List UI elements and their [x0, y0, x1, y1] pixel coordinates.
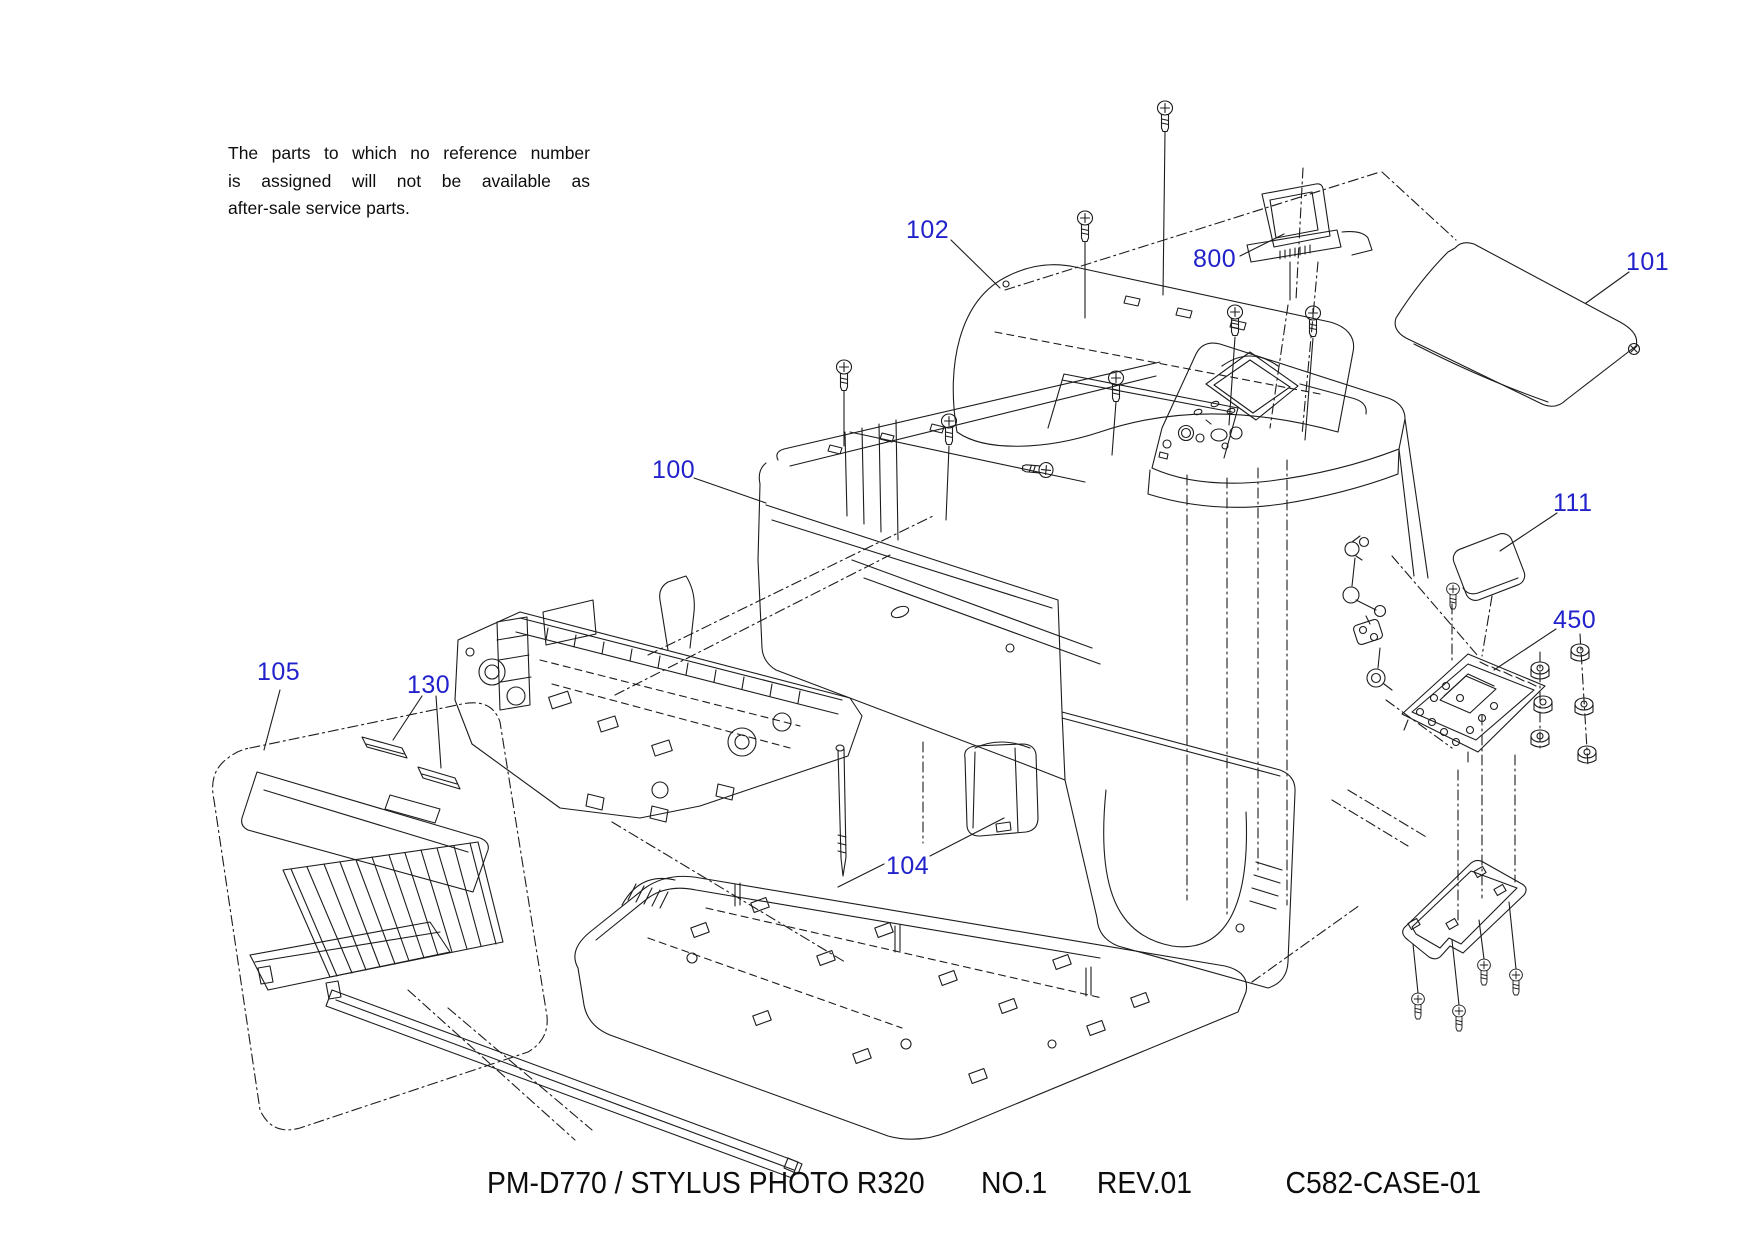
document-code: C582-CASE-01 — [1285, 1166, 1482, 1200]
service-note-line-3: after-sale service parts. — [228, 198, 410, 218]
part-label-111: 111 — [1553, 489, 1593, 517]
part-label-800: 800 — [1193, 245, 1237, 273]
printer-mechanism — [454, 575, 863, 877]
part-450-panel-board-assembly — [1342, 535, 1597, 767]
part-105-cover-group — [212, 702, 803, 1179]
part-800-lcd-unit — [1246, 183, 1373, 301]
title-block: PM-D770 / STYLUS PHOTO R320 NO.1 REV.01 … — [487, 1166, 1481, 1201]
part-label-104: 104 — [886, 852, 930, 880]
part-label-130: 130 — [407, 671, 451, 699]
sheet-number: NO.1 — [980, 1166, 1048, 1200]
part-104-base-assembly — [574, 741, 1248, 1140]
assembly-axes — [407, 131, 1516, 1141]
model-title: PM-D770 / STYLUS PHOTO R320 — [487, 1166, 925, 1200]
part-label-450: 450 — [1553, 606, 1597, 634]
shield-plate — [1402, 859, 1527, 1006]
service-note-line-2: is assigned will not be available as — [228, 170, 590, 191]
service-note-line-1: The parts to which no reference number — [228, 143, 590, 163]
part-label-101: 101 — [1626, 248, 1670, 276]
leader-lines — [263, 233, 1630, 888]
part-100-upper-housing — [757, 342, 1429, 989]
service-note: The parts to which no reference number i… — [228, 140, 590, 223]
part-101-cover — [1394, 242, 1641, 407]
revision-number: REV.01 — [1096, 1166, 1193, 1200]
part-111-pad — [1452, 533, 1526, 601]
part-102-upper-cover — [952, 264, 1355, 459]
part-label-100: 100 — [652, 456, 696, 484]
part-label-102: 102 — [906, 216, 950, 244]
part-label-105: 105 — [257, 658, 301, 686]
